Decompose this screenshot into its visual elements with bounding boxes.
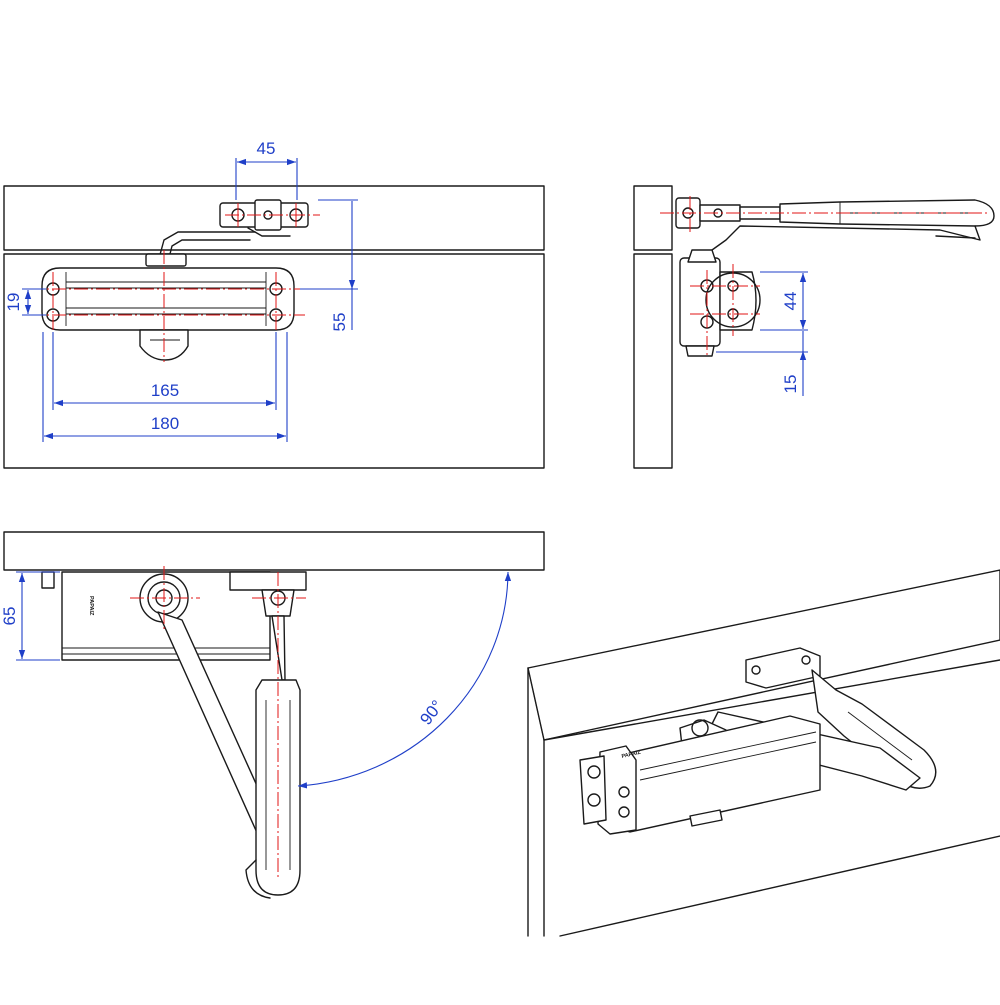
dim-label-45: 45 — [257, 139, 276, 158]
front-view: 45 19 55 165 180 — [3, 139, 545, 469]
dim-depth: 55 — [300, 199, 358, 332]
dim-label-15: 15 — [781, 375, 800, 394]
dim-bolt-spacing: 165 — [52, 332, 277, 410]
dim-label-44: 44 — [781, 292, 800, 311]
front-door — [3, 253, 545, 469]
isometric-view: PAPAIZ — [527, 569, 1000, 937]
dim-label-165: 165 — [151, 381, 179, 400]
dim-label-65: 65 — [0, 607, 19, 626]
arm-shoe — [219, 199, 309, 237]
pinion-cap — [145, 253, 187, 267]
dim-label-180: 180 — [151, 414, 179, 433]
side-view: 44 15 — [633, 185, 995, 469]
brand-mark: PAPAIZ — [88, 596, 94, 616]
arm — [157, 231, 256, 263]
iso-frame — [527, 569, 1000, 741]
dim-body-length: 180 — [42, 332, 288, 442]
plan-view: PAPAIZ 65 90 — [0, 531, 545, 899]
dim-label-90: 90° — [416, 697, 447, 729]
dim-bracket-spacing: 44 — [760, 271, 808, 331]
closer-body-side — [679, 249, 761, 357]
dim-offset: 15 — [716, 331, 808, 396]
dim-opening-angle: 90° — [297, 571, 512, 789]
side-door — [633, 253, 673, 469]
screw-icon — [587, 793, 601, 807]
dim-projection: 65 — [0, 571, 60, 661]
svg-text:PAPAIZ: PAPAIZ — [621, 750, 642, 760]
side-frame — [633, 185, 673, 251]
plan-frame — [3, 531, 545, 571]
front-frame — [3, 185, 545, 251]
closer-body-front — [41, 267, 295, 361]
dim-label-19: 19 — [4, 293, 23, 312]
dim-shoe-height: 19 — [4, 288, 46, 316]
screw-icon — [587, 765, 601, 779]
dim-label-55: 55 — [330, 313, 349, 332]
dim-arm-bolt-spacing: 45 — [235, 139, 298, 200]
